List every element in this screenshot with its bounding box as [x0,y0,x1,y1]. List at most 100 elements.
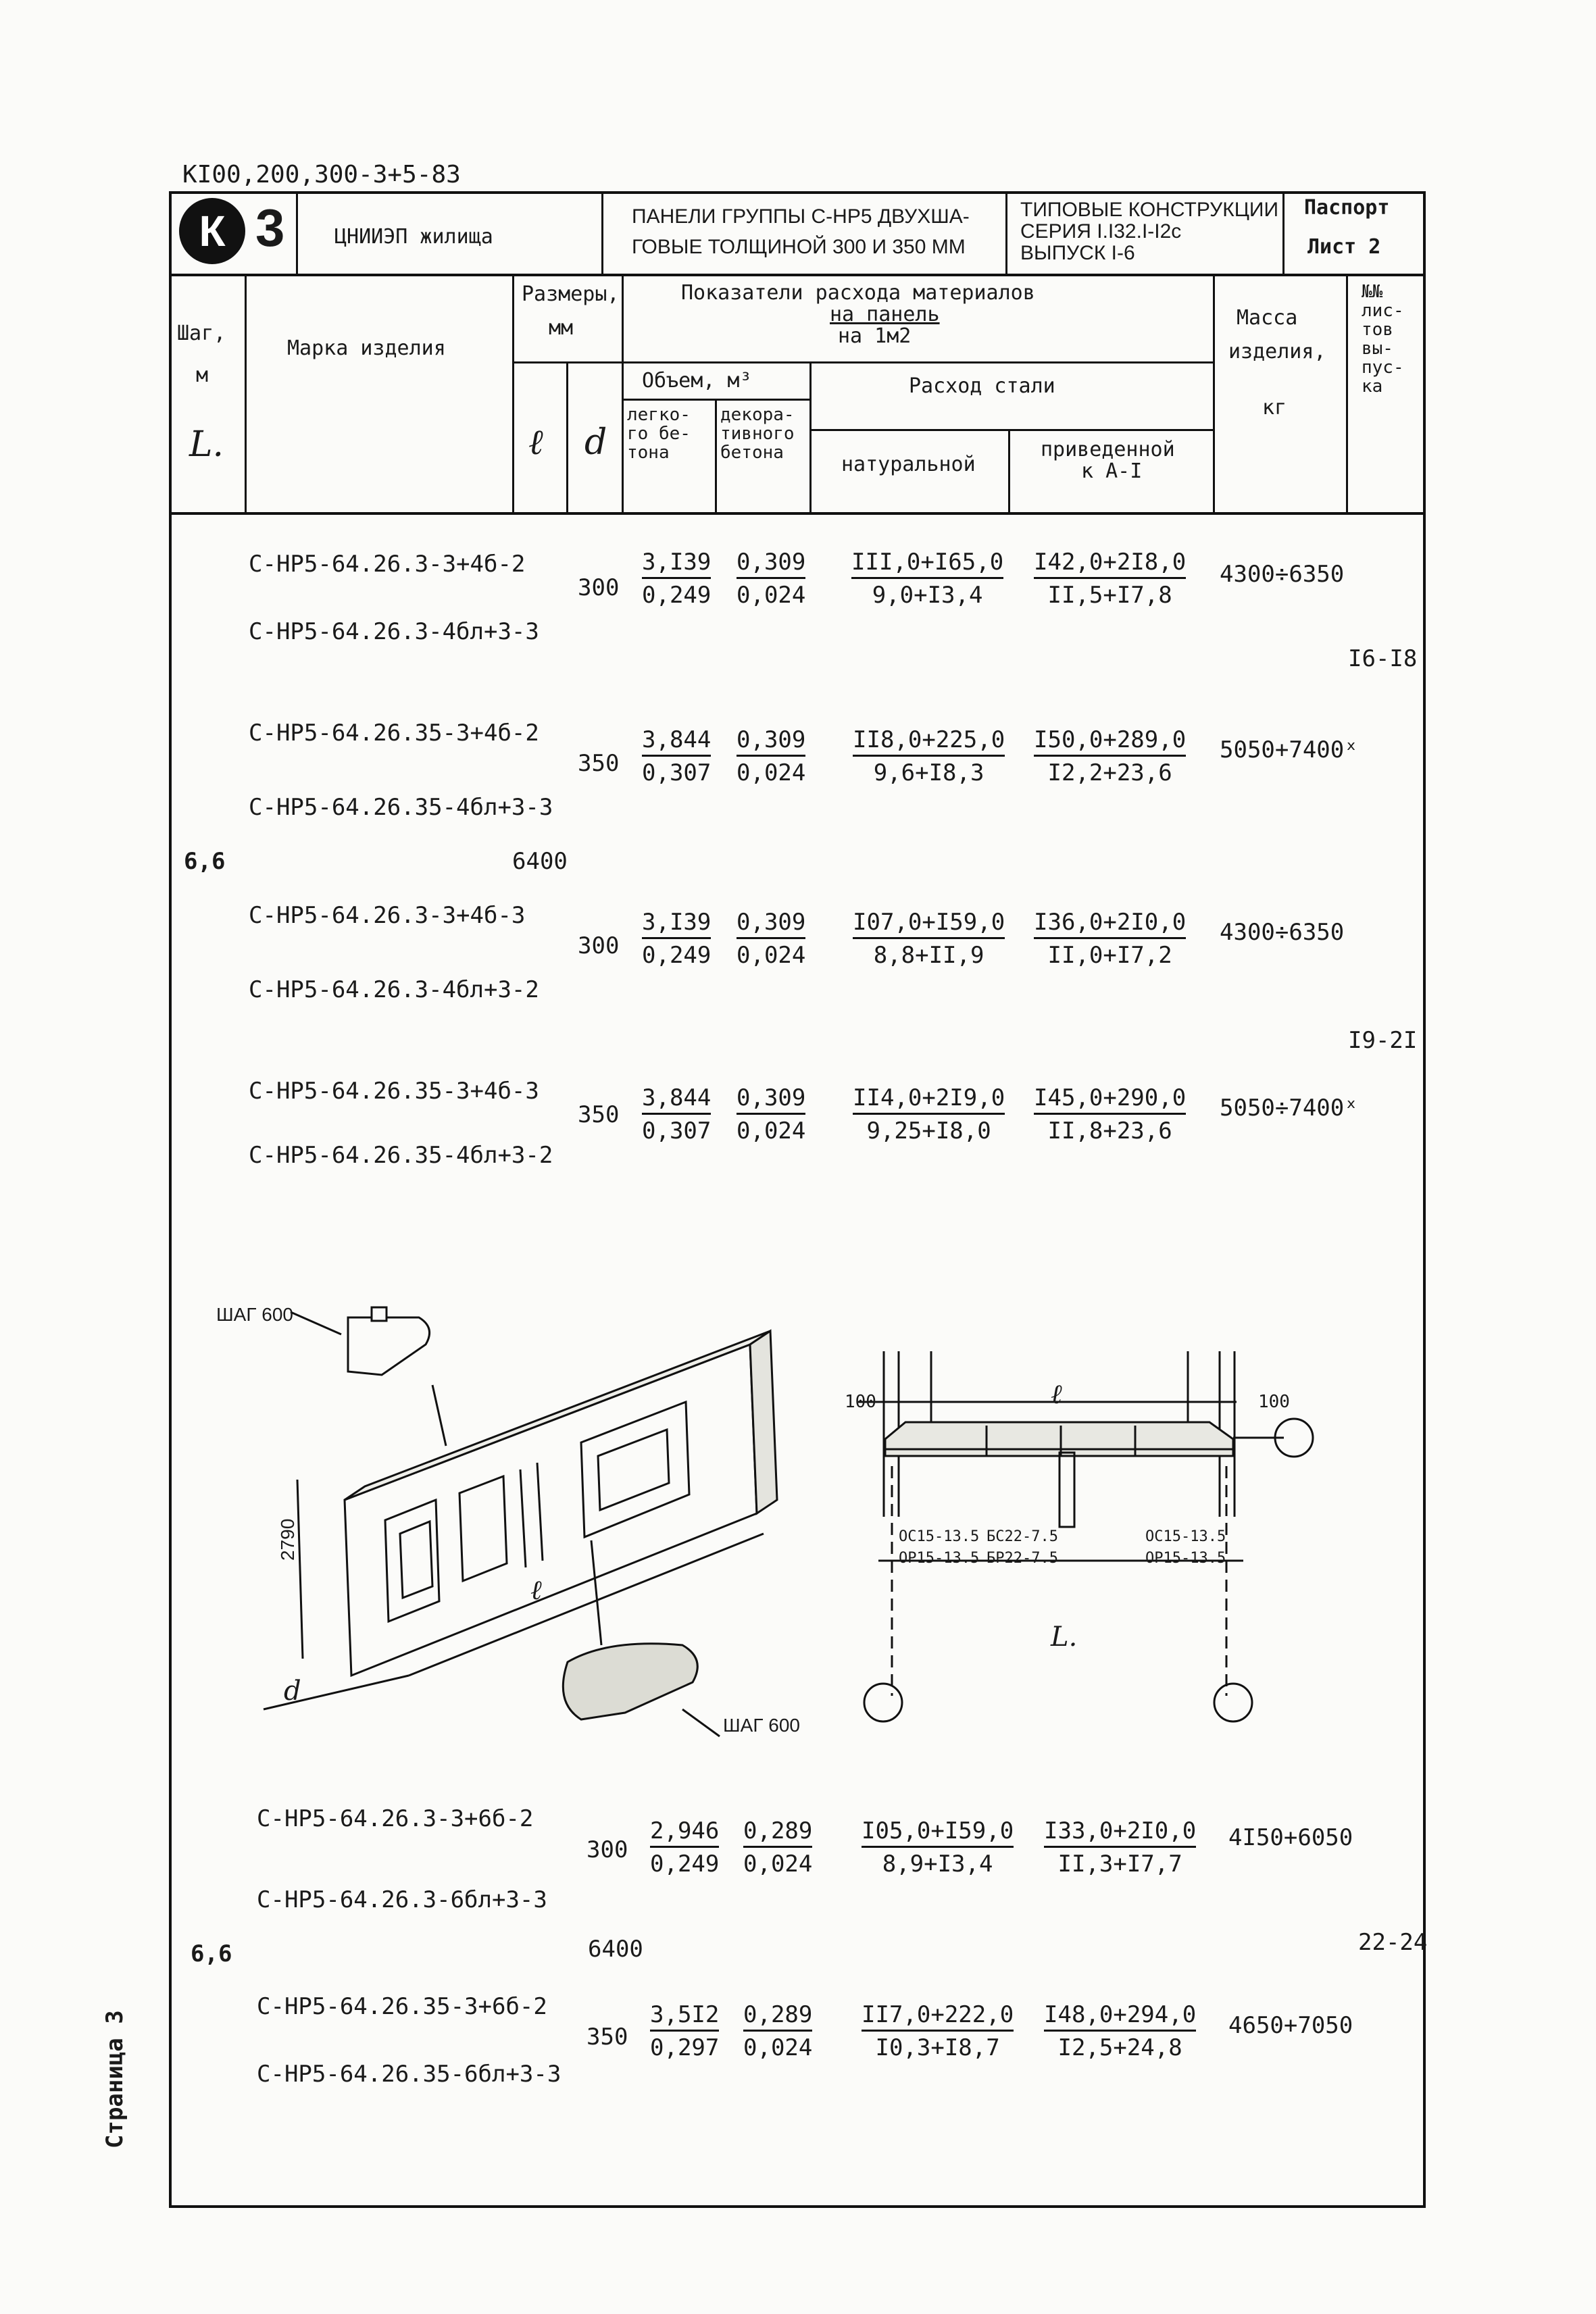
hline [809,429,1213,431]
vline [1005,191,1007,274]
doc-title-line2: ГОВЫЕ ТОЛЩИНОЙ 300 И 350 ММ [632,236,966,258]
mark-a: С-НР5-64.26.3-3+6б-2 [257,1805,534,1832]
mass: 5050÷7400ˣ [1220,1095,1358,1122]
height-dimension [296,1479,304,1659]
vline [1008,429,1010,513]
depth-label: d [284,1676,301,1707]
col-indicators-l2: на панель [830,303,940,326]
series-line2: СЕРИЯ I.I32.I-I2c [1020,220,1182,243]
table-header-bottom [169,512,1426,515]
mark-a: С-НР5-64.26.3-3+4б-2 [249,551,526,578]
height-label: 2790 [277,1518,298,1561]
panel-front-face [343,1342,758,1678]
col-sheets-l5: пус- [1362,357,1404,378]
hline [622,361,1213,363]
section-l-label: ℓ [1051,1379,1062,1410]
vline [1346,274,1348,513]
length-value: 6400 [588,1936,643,1963]
vline [566,361,568,513]
mark-b: С-НР5-64.26.35-4бл+3-3 [249,794,553,821]
section-right-offset: 100 [1258,1392,1290,1412]
col-sheets-l4: вы- [1362,338,1393,359]
thickness: 350 [578,1101,620,1128]
col-size-d: d [584,422,607,463]
mass: 4300÷6350 [1220,919,1345,946]
oc-middle: БС22-7.5 [987,1528,1058,1545]
document-code: КI00,200,300-3+5-83 [182,161,461,188]
depth-dimension [263,1674,409,1711]
logo-number: 3 [255,198,285,257]
institute-name: ЦНИИЭП жилища [334,225,493,249]
axis-marker [1274,1417,1314,1458]
logo-icon: К [179,198,245,264]
series-line1: ТИПОВЫЕ КОНСТРУКЦИИ [1020,199,1279,221]
col-mass-l3: кг [1262,396,1287,420]
col-size-l: ℓ [528,422,543,463]
step-value: 6,6 [184,848,226,875]
thickness: 300 [578,932,620,959]
step-label-bottom: ШАГ 600 [723,1715,800,1736]
col-mass-l1: Масса [1237,306,1298,330]
hline [622,399,809,401]
op-right: OP15-13.5 [1145,1550,1226,1567]
col-light-l1: легко- [627,405,691,425]
vline [1213,274,1215,513]
vline [245,274,247,513]
mark-b: С-НР5-64.26.35-4бл+3-2 [249,1142,553,1169]
col-sizes-l2: мм [549,316,574,340]
axis-marker [1213,1682,1253,1723]
op-left: OP15-13.5 [899,1550,980,1567]
length-value: 6400 [512,848,568,875]
mark-b: С-НР5-64.26.3-4бл+3-2 [249,976,539,1003]
thickness: 350 [578,750,620,777]
thickness: 300 [578,574,620,601]
vline [622,274,624,513]
page-frame [169,191,1426,2208]
mark-a: С-НР5-64.26.35-3+4б-2 [249,720,539,747]
col-natural: натуральной [841,453,976,476]
col-step-l2: м [196,363,209,387]
window-opening [384,1498,441,1624]
sheet-range: I9-2I [1348,1027,1418,1054]
series-line3: ВЫПУСК I-6 [1020,242,1135,264]
mark-b: С-НР5-64.26.3-4бл+3-3 [249,618,539,645]
col-decor-l2: тивного [720,424,795,444]
passport-label: Паспорт [1304,196,1390,220]
mark-a: С-НР5-64.26.35-3+6б-2 [257,1993,547,2020]
page-number-label: Страница 3 [101,2010,128,2148]
window-opening [458,1474,508,1583]
profile-detail-bottom [562,1642,699,1721]
oc-left: OC15-13.5 [899,1528,980,1545]
op-middle: БР22-7.5 [987,1550,1058,1567]
length-label: ℓ [530,1575,542,1606]
vline [512,274,514,513]
vline [1282,191,1285,274]
col-decor-l3: бетона [720,443,784,463]
col-light-l2: го бе- [627,424,691,444]
col-sheets-l1: №№ [1362,282,1383,302]
col-indicators-l3: на 1м2 [838,324,912,348]
mass: 5050+7400ˣ [1220,736,1358,763]
col-reduced-l1: приведенной [1041,438,1175,461]
col-light-l3: тона [627,443,670,463]
joint-groove [536,1462,544,1561]
sheet-range: 22-24 [1358,1929,1428,1956]
